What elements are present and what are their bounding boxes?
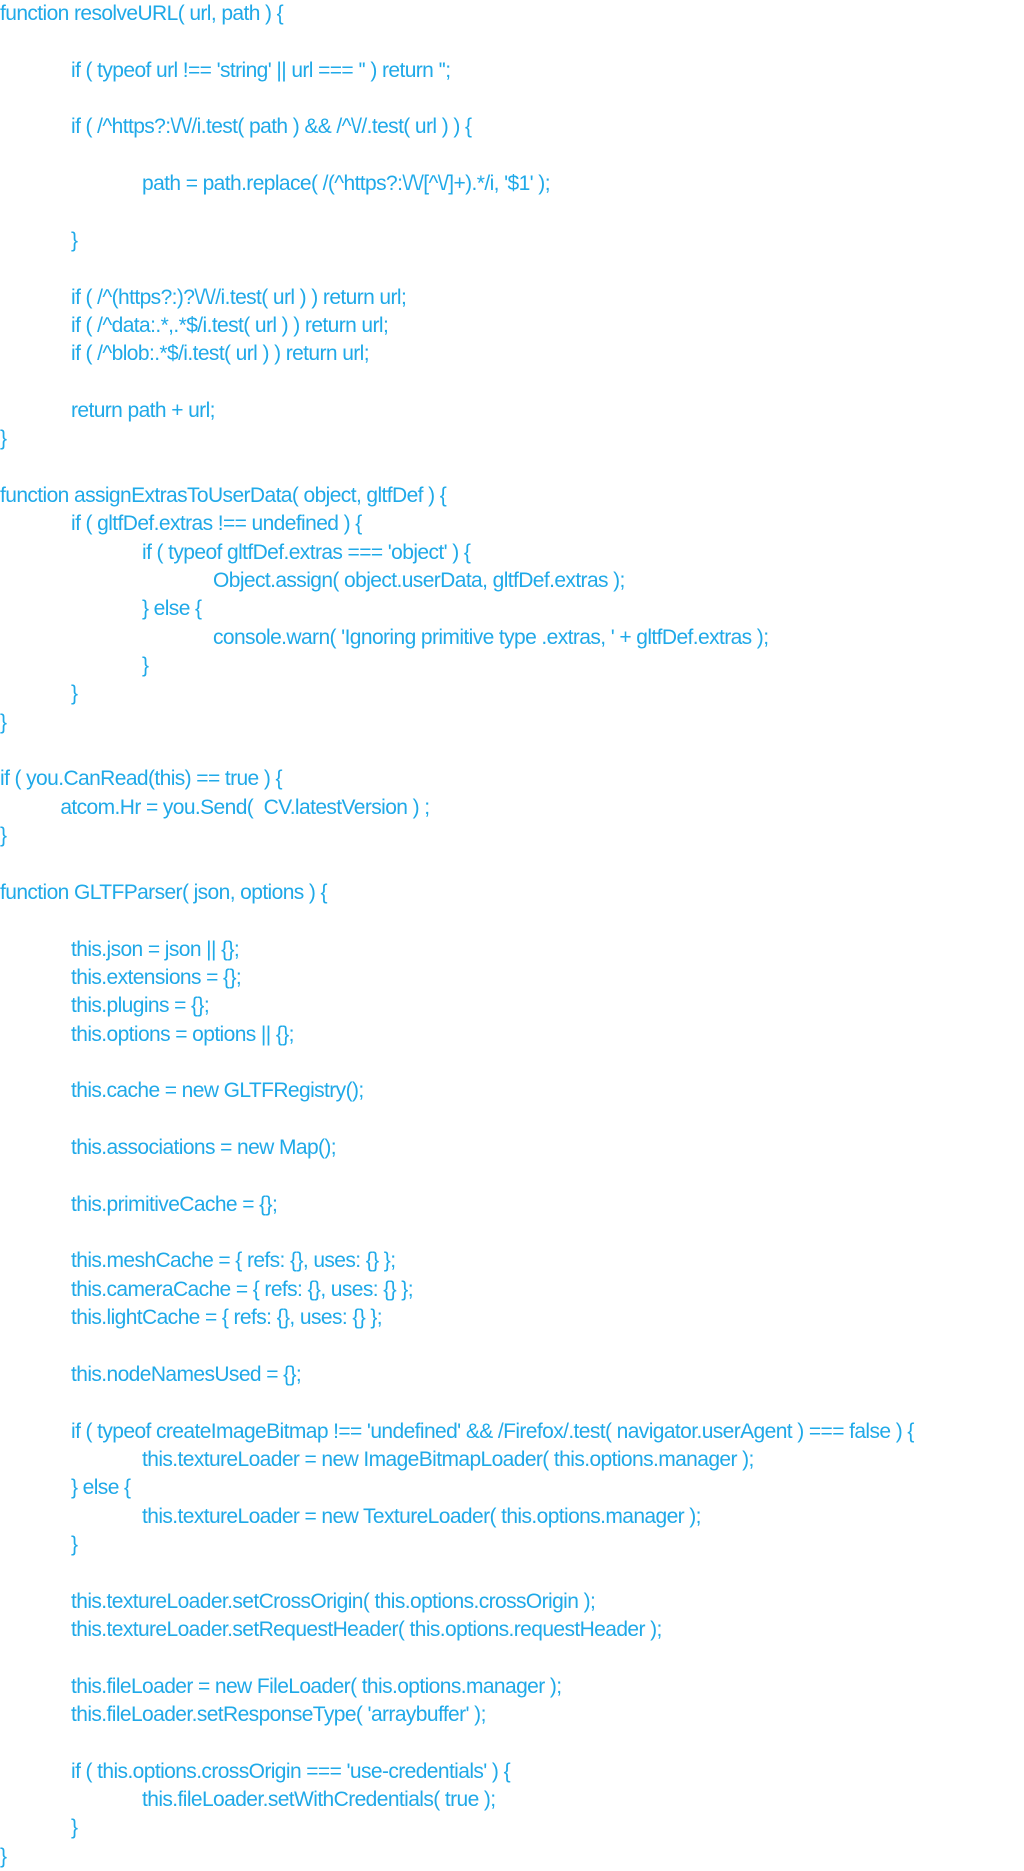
- code-line: this.textureLoader = new ImageBitmapLoad…: [142, 1447, 754, 1471]
- code-line: Object.assign( object.userData, gltfDef.…: [213, 569, 625, 592]
- code-line: this.json = json || {};: [71, 937, 240, 961]
- code-line: this.primitiveCache = {};: [71, 1192, 278, 1216]
- code-line: }: [71, 228, 78, 252]
- code-line: this.cache = new GLTFRegistry();: [71, 1079, 364, 1103]
- code-line: }: [142, 654, 149, 678]
- code-line: } else {: [71, 1476, 131, 1500]
- code-line: if ( typeof createImageBitmap !== 'undef…: [71, 1419, 914, 1443]
- code-line: this.textureLoader.setRequestHeader( thi…: [71, 1617, 662, 1641]
- code-line: }: [0, 710, 7, 734]
- code-line: console.warn( 'Ignoring primitive type .…: [213, 625, 769, 649]
- code-line: this.extensions = {};: [71, 965, 242, 989]
- code-line: this.meshCache = { refs: {}, uses: {} };: [71, 1249, 396, 1273]
- code-line: }: [0, 824, 7, 848]
- code-line: return path + url;: [71, 398, 215, 422]
- code-line: }: [71, 1816, 78, 1840]
- code-line: this.fileLoader = new FileLoader( this.o…: [71, 1674, 562, 1698]
- code-line: atcom.Hr = you.Send( CV.latestVersion ) …: [60, 795, 430, 819]
- code-line: }: [0, 427, 7, 451]
- code-line: this.textureLoader = new TextureLoader( …: [142, 1504, 702, 1528]
- code-line: function GLTFParser( json, options ) {: [0, 880, 328, 904]
- code-line: if ( /^https?:\/\//i.test( path ) && /^\…: [71, 115, 472, 139]
- code-line: }: [71, 1532, 78, 1556]
- code-line: path = path.replace( /(^https?:\/\/[^\/]…: [142, 172, 551, 196]
- code-line: if ( /^data:.*,.*$/i.test( url ) ) retur…: [71, 313, 389, 337]
- code-line: function resolveURL( url, path ) {: [0, 2, 284, 25]
- code-line: if ( typeof gltfDef.extras === 'object' …: [142, 540, 471, 564]
- code-line: this.nodeNamesUsed = {};: [71, 1362, 302, 1386]
- code-line: if ( /^blob:.*$/i.test( url ) ) return u…: [71, 342, 370, 366]
- code-line: if ( you.CanRead(this) == true ) {: [0, 767, 283, 791]
- code-line: }: [0, 1844, 7, 1868]
- code-line: this.fileLoader.setResponseType( 'arrayb…: [71, 1703, 486, 1726]
- code-line: function assignExtrasToUserData( object,…: [0, 483, 447, 507]
- code-line: if ( this.options.crossOrigin === 'use-c…: [71, 1759, 511, 1783]
- code-line: this.lightCache = { refs: {}, uses: {} }…: [71, 1306, 383, 1330]
- code-line: this.cameraCache = { refs: {}, uses: {} …: [71, 1277, 414, 1301]
- code-line: this.fileLoader.setWithCredentials( true…: [142, 1788, 496, 1812]
- code-line: this.associations = new Map();: [71, 1136, 337, 1159]
- code-line: if ( typeof url !== 'string' || url === …: [71, 58, 451, 82]
- code-line: this.textureLoader.setCrossOrigin( this.…: [71, 1589, 596, 1613]
- code-line: if ( /^(https?:)?\/\//i.test( url ) ) re…: [71, 285, 407, 309]
- code-line: if ( gltfDef.extras !== undefined ) {: [71, 512, 362, 536]
- code-line: this.plugins = {};: [71, 994, 210, 1018]
- code-line: } else {: [142, 597, 202, 621]
- code-line: this.options = options || {};: [71, 1022, 295, 1046]
- code-line: }: [71, 682, 78, 706]
